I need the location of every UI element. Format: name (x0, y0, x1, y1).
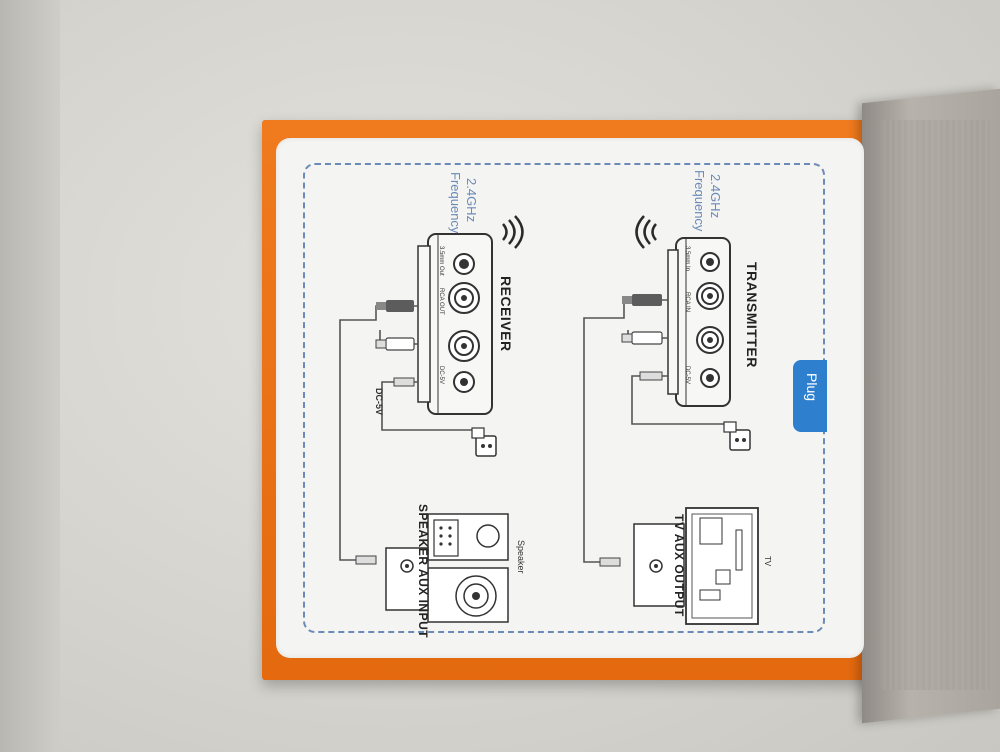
receiver-device (417, 233, 493, 415)
speaker-aux-label: SPEAKER AUX INPUT (416, 504, 430, 639)
tv-label: TV (763, 556, 772, 567)
transmitter-port-dc-label: DC-5V (684, 366, 690, 385)
transmitter-port-35mm-label: 3.5mm In (684, 246, 690, 272)
transmitter-port-rca-label: RCA IN (684, 292, 690, 313)
transmitter-title: TRANSMITTER (744, 262, 760, 368)
tv-illustration (633, 507, 759, 625)
receiver-frequency-line1: 2.4GHz (464, 178, 479, 223)
transmitter-plugs (621, 294, 663, 381)
wifi-icon (502, 215, 524, 249)
receiver-port-dc-label: DC-5V (438, 366, 444, 385)
power-outlet-icon (723, 421, 751, 451)
power-outlet-icon (471, 427, 497, 457)
receiver-port-rca-label: RCA OUT (438, 288, 444, 315)
receiver-title: RECEIVER (498, 276, 514, 352)
transmitter-device (667, 237, 731, 407)
receiver-plugs (375, 300, 415, 387)
receiver-power-label: DC-5V (374, 388, 384, 416)
box-lid-texture (880, 120, 990, 690)
transmitter-frequency-line1: 2.4GHz (708, 174, 723, 219)
background-edge (0, 0, 60, 752)
speaker-aux-plug (355, 555, 377, 565)
transmitter-frequency-line2: Frequency (692, 170, 707, 232)
receiver-frequency-line2: Frequency (448, 172, 463, 234)
plug-tab (793, 360, 827, 432)
speaker-label: Speaker (516, 540, 526, 574)
receiver-port-35mm-label: 3.5mm Out (438, 246, 444, 276)
speaker-illustration (385, 513, 509, 623)
tv-aux-label: TV AUX OUTPUT (672, 514, 686, 617)
plug-tab-label: Plug (804, 373, 820, 402)
wifi-icon (635, 215, 657, 249)
tv-aux-plug (599, 557, 621, 567)
instruction-card (276, 138, 864, 658)
